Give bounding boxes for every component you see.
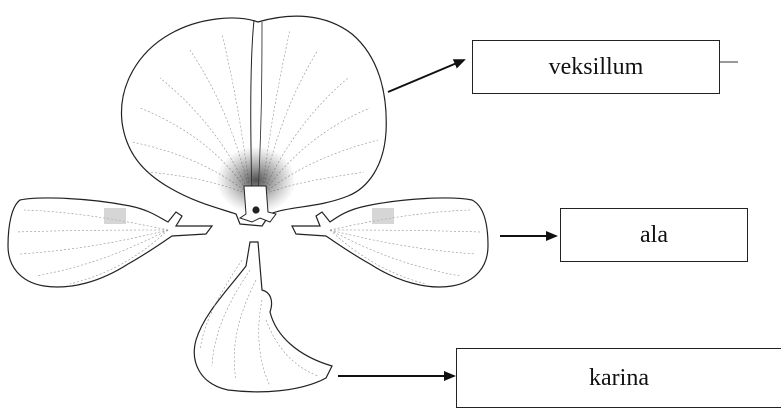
ala-label: ala xyxy=(560,208,748,262)
ala-right-petal xyxy=(292,198,488,287)
karina-petal xyxy=(194,242,332,392)
veksillum-label-text: veksillum xyxy=(549,54,644,81)
karina-label-text: karina xyxy=(589,365,649,392)
karina-label: karina xyxy=(456,348,781,408)
veksillum-petal xyxy=(121,16,386,226)
veksillum-arrow xyxy=(388,60,464,92)
ala-left-petal xyxy=(8,198,212,287)
ala-label-text: ala xyxy=(640,222,668,249)
veksillum-label: veksillum xyxy=(472,40,720,94)
